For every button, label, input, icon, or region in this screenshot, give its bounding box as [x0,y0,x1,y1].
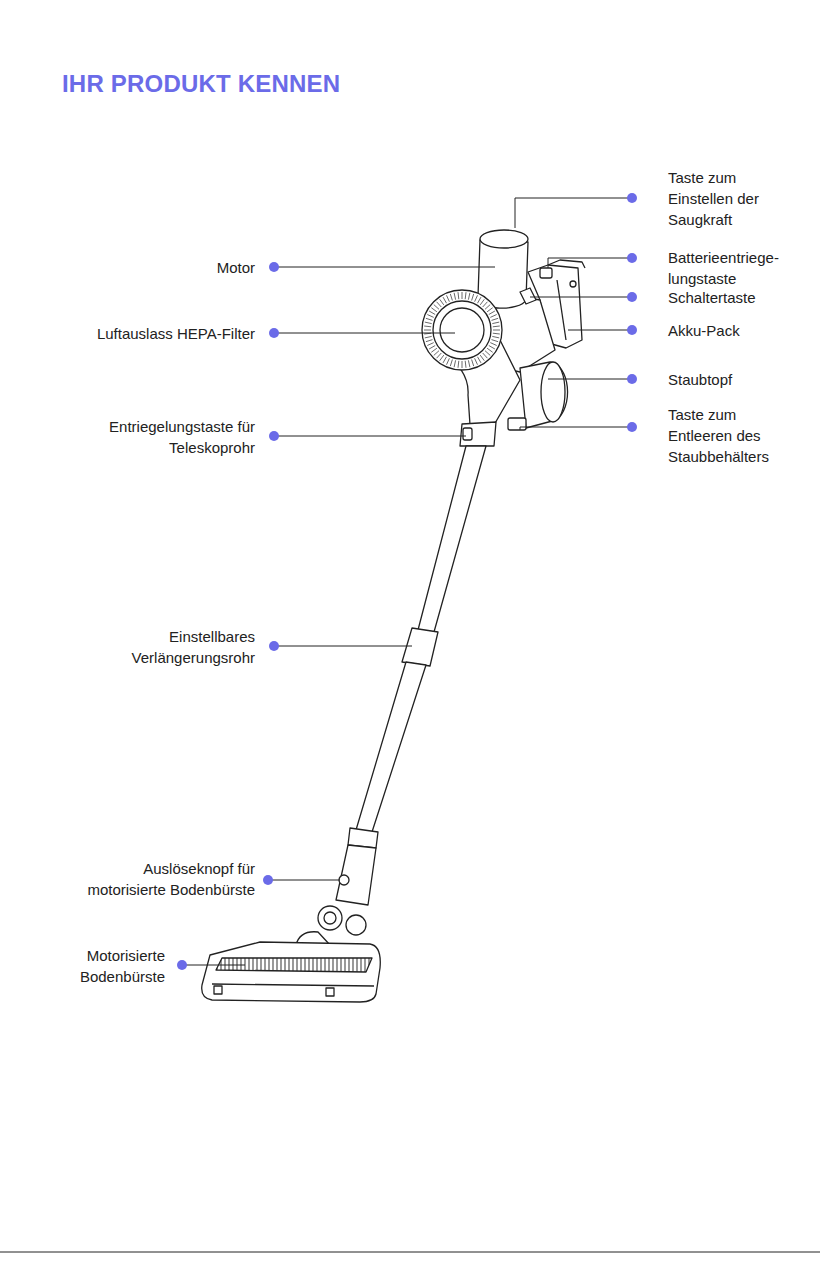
brush-release [339,875,349,885]
lower-tube [356,662,426,832]
part-label: Akku-Pack [668,320,808,341]
part-label: Motorisierte Bodenbürste [43,945,165,987]
part-label: Taste zum Entleeren des Staubbehälters [668,404,786,467]
part-label: Entriegelungstaste für Teleskoprohr [83,416,255,458]
tube-release [463,428,472,440]
part-label: Schaltertaste [668,287,808,308]
vacuum-drawing [202,230,585,1002]
part-label: Batterieentriege- lungstaste [668,247,790,289]
tube-joint [402,628,438,666]
page-rule [0,1252,820,1253]
battery-release [540,268,552,278]
part-label: Luftauslass HEPA-Filter [55,323,255,344]
part-label: Staubtopf [668,369,808,390]
dust-cup [520,362,568,428]
floor-brush [202,942,381,1002]
empty-button [508,418,526,430]
part-label: Auslöseknopf für motorisierte Bodenbürst… [63,858,255,900]
leader-lines [182,198,632,965]
hepa-filter-ring [422,290,502,370]
part-label: Einstellbares Verlängerungsrohr [103,626,255,668]
power-button [480,230,528,248]
leader-dots [177,193,637,970]
upper-tube [418,446,486,632]
page-title: IHR PRODUKT KENNEN [62,70,340,98]
part-label: Taste zum Einstellen der Saugkraft [668,167,786,230]
tube-collar [460,422,496,446]
brush-neck [336,845,376,905]
part-label: Motor [135,257,255,278]
